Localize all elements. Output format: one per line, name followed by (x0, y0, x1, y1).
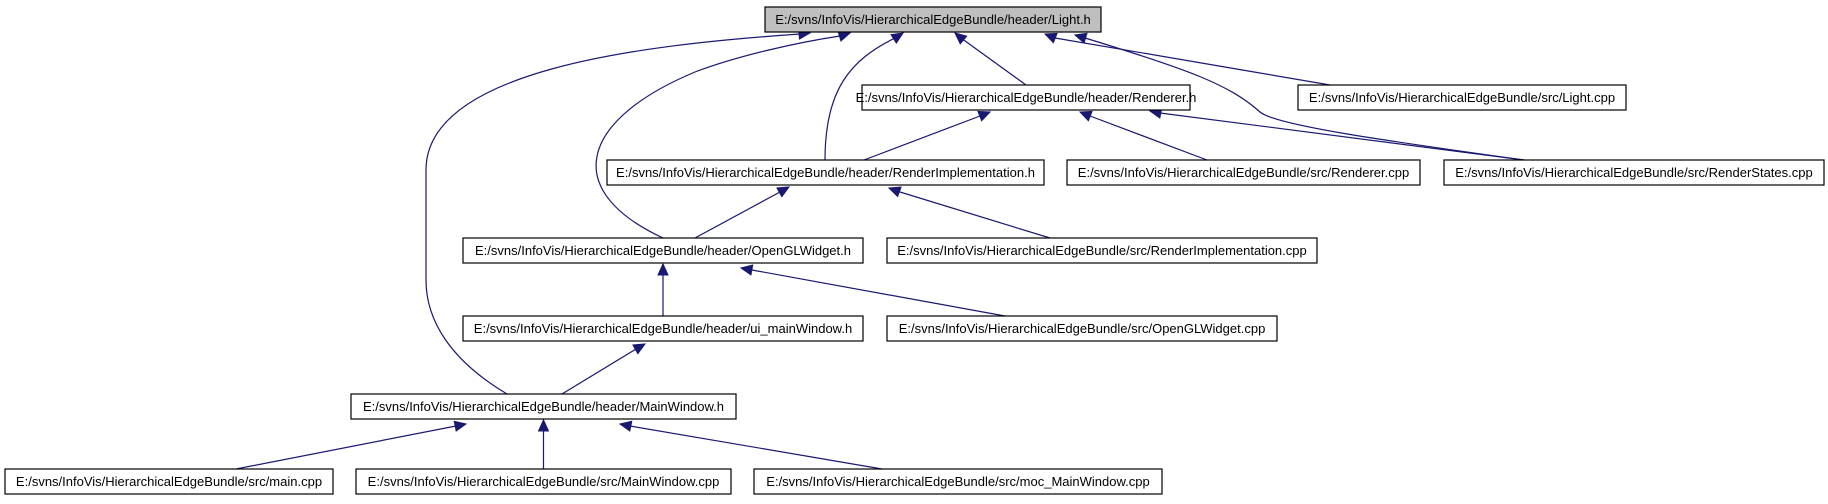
edge-line (1159, 112, 1525, 161)
node-main-cpp[interactable]: E:/svns/InfoVis/HierarchicalEdgeBundle/s… (4, 468, 334, 495)
edge-renderimpl-h-to-renderer-h (863, 110, 992, 161)
edge-openglwidget-h-to-light-h (595, 30, 852, 239)
node-label-mainwindow-cpp: E:/svns/InfoVis/HierarchicalEdgeBundle/s… (368, 474, 720, 489)
edge-renderimpl-cpp-to-renderimpl-h (887, 186, 1051, 239)
edge-ui-mainwindow-h-to-openglwidget-h (657, 262, 669, 316)
node-label-mainwindow-h: E:/svns/InfoVis/HierarchicalEdgeBundle/h… (363, 399, 724, 414)
node-label-renderimplementation-cpp: E:/svns/InfoVis/HierarchicalEdgeBundle/s… (897, 243, 1306, 258)
node-label-renderstates-cpp: E:/svns/InfoVis/HierarchicalEdgeBundle/s… (1455, 165, 1812, 180)
node-moc-mainwindow-cpp[interactable]: E:/svns/InfoVis/HierarchicalEdgeBundle/s… (753, 468, 1163, 495)
arrowhead (977, 110, 992, 122)
arrowhead (453, 420, 468, 432)
nodes-layer: E:/svns/InfoVis/HierarchicalEdgeBundle/h… (4, 6, 1825, 495)
node-light-h[interactable]: E:/svns/InfoVis/HierarchicalEdgeBundle/h… (764, 6, 1102, 33)
edge-line (751, 269, 1006, 317)
node-label-renderer-cpp: E:/svns/InfoVis/HierarchicalEdgeBundle/s… (1078, 165, 1409, 180)
edge-light-cpp-to-light-h (1043, 32, 1331, 86)
edge-renderstates-cpp-to-renderer-h (1148, 107, 1525, 161)
edges-layer (235, 28, 1525, 470)
edge-openglwidget-h-to-renderimpl-h (694, 186, 791, 239)
node-mainwindow-cpp[interactable]: E:/svns/InfoVis/HierarchicalEdgeBundle/s… (355, 468, 732, 495)
node-renderimplementation-cpp[interactable]: E:/svns/InfoVis/HierarchicalEdgeBundle/s… (886, 237, 1318, 264)
edge-renderstates-cpp-to-light-h (1073, 32, 1525, 161)
node-label-light-h: E:/svns/InfoVis/HierarchicalEdgeBundle/h… (775, 12, 1091, 27)
arrowhead (618, 420, 633, 432)
node-label-renderimplementation-h: E:/svns/InfoVis/HierarchicalEdgeBundle/h… (616, 165, 1035, 180)
node-mainwindow-h[interactable]: E:/svns/InfoVis/HierarchicalEdgeBundle/h… (350, 393, 737, 420)
node-ui-mainwindow-h[interactable]: E:/svns/InfoVis/HierarchicalEdgeBundle/h… (462, 315, 864, 342)
node-renderstates-cpp[interactable]: E:/svns/InfoVis/HierarchicalEdgeBundle/s… (1443, 159, 1825, 186)
node-light-cpp[interactable]: E:/svns/InfoVis/HierarchicalEdgeBundle/s… (1297, 84, 1627, 111)
arrowhead (657, 262, 669, 276)
arrowhead (890, 32, 905, 44)
node-renderer-cpp[interactable]: E:/svns/InfoVis/HierarchicalEdgeBundle/s… (1066, 159, 1421, 186)
edge-line (1054, 37, 1331, 86)
edge-renderer-cpp-to-renderer-h (1078, 110, 1208, 161)
edge-renderer-h-to-light-h (954, 32, 1027, 86)
arrowhead (632, 343, 647, 355)
edge-line (235, 425, 457, 470)
node-openglwidget-cpp[interactable]: E:/svns/InfoVis/HierarchicalEdgeBundle/s… (886, 315, 1278, 342)
node-label-moc-mainwindow-cpp: E:/svns/InfoVis/HierarchicalEdgeBundle/s… (766, 474, 1149, 489)
edge-main-cpp-to-mainwindow-h (235, 420, 468, 470)
edge-line (425, 33, 801, 395)
edge-line (694, 191, 781, 239)
arrowhead (837, 30, 852, 42)
arrowhead (739, 264, 754, 276)
node-label-ui-mainwindow-h: E:/svns/InfoVis/HierarchicalEdgeBundle/h… (474, 321, 852, 336)
edge-renderimpl-h-to-light-h (824, 32, 905, 161)
edge-line (629, 425, 883, 470)
arrowhead (776, 186, 791, 198)
arrowhead (1043, 32, 1058, 44)
node-label-light-cpp: E:/svns/InfoVis/HierarchicalEdgeBundle/s… (1309, 90, 1615, 105)
edge-line (899, 191, 1051, 239)
edge-line (595, 35, 841, 239)
edge-line (561, 348, 637, 395)
arrowhead (887, 186, 902, 198)
node-renderimplementation-h[interactable]: E:/svns/InfoVis/HierarchicalEdgeBundle/h… (606, 159, 1045, 186)
edge-mainwindow-h-to-ui-mainwindow-h (561, 343, 647, 395)
edge-line (1089, 115, 1208, 161)
edge-openglwidget-cpp-to-openglwidget-h (739, 264, 1006, 317)
edge-line (960, 37, 1027, 86)
node-renderer-h[interactable]: E:/svns/InfoVis/HierarchicalEdgeBundle/h… (856, 84, 1197, 111)
arrowhead (1073, 32, 1088, 44)
node-openglwidget-h[interactable]: E:/svns/InfoVis/HierarchicalEdgeBundle/h… (462, 237, 864, 264)
arrowhead (537, 418, 550, 432)
edge-moc-mainwindow-cpp-to-mainwindow-h (618, 420, 883, 470)
node-label-main-cpp: E:/svns/InfoVis/HierarchicalEdgeBundle/s… (16, 474, 322, 489)
arrowhead (954, 32, 968, 45)
arrowhead (1078, 110, 1093, 122)
node-label-openglwidget-cpp: E:/svns/InfoVis/HierarchicalEdgeBundle/s… (899, 321, 1266, 336)
edge-line (1084, 37, 1525, 161)
edge-line (824, 37, 896, 161)
edge-line (863, 115, 981, 161)
edge-mainwindow-cpp-to-mainwindow-h (537, 418, 550, 469)
node-label-openglwidget-h: E:/svns/InfoVis/HierarchicalEdgeBundle/h… (475, 243, 851, 258)
node-label-renderer-h: E:/svns/InfoVis/HierarchicalEdgeBundle/h… (856, 90, 1197, 105)
